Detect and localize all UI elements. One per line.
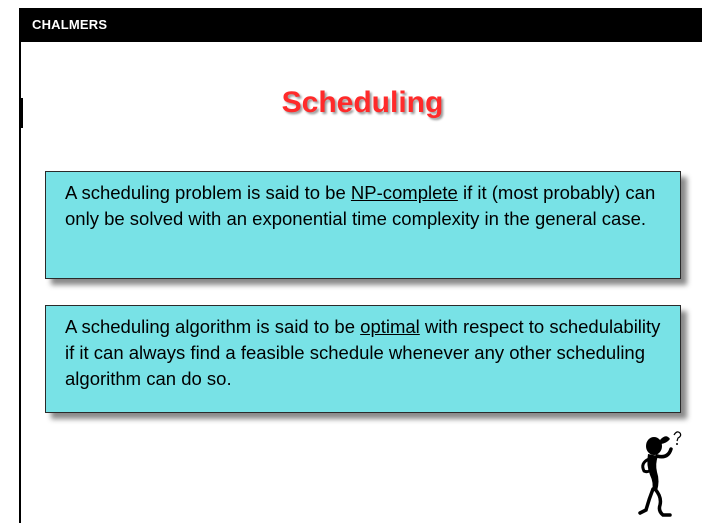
definition-box-optimal: A scheduling algorithm is said to be opt… (45, 305, 681, 413)
definition-text-end: with respect to schedulability if it can… (65, 316, 661, 389)
slide: CHALMERS Scheduling A scheduling problem… (19, 8, 702, 523)
np-complete-term: NP-complete (350, 182, 458, 203)
definition-box-np-complete: A scheduling problem is said to be NP-co… (45, 171, 681, 279)
definition-text-start: A scheduling algorithm is said to be (65, 316, 361, 337)
header-bar: CHALMERS (21, 8, 702, 42)
definition-text-end: if it (most probably) can only be solved… (65, 182, 656, 229)
optimal-term: optimal (360, 316, 420, 337)
slide-title: Scheduling (281, 86, 444, 119)
edge-mark (19, 98, 23, 128)
definition-text-start: A scheduling problem is said to be (65, 182, 351, 203)
thinking-person-icon (638, 431, 682, 517)
brand-label: CHALMERS (32, 17, 108, 32)
